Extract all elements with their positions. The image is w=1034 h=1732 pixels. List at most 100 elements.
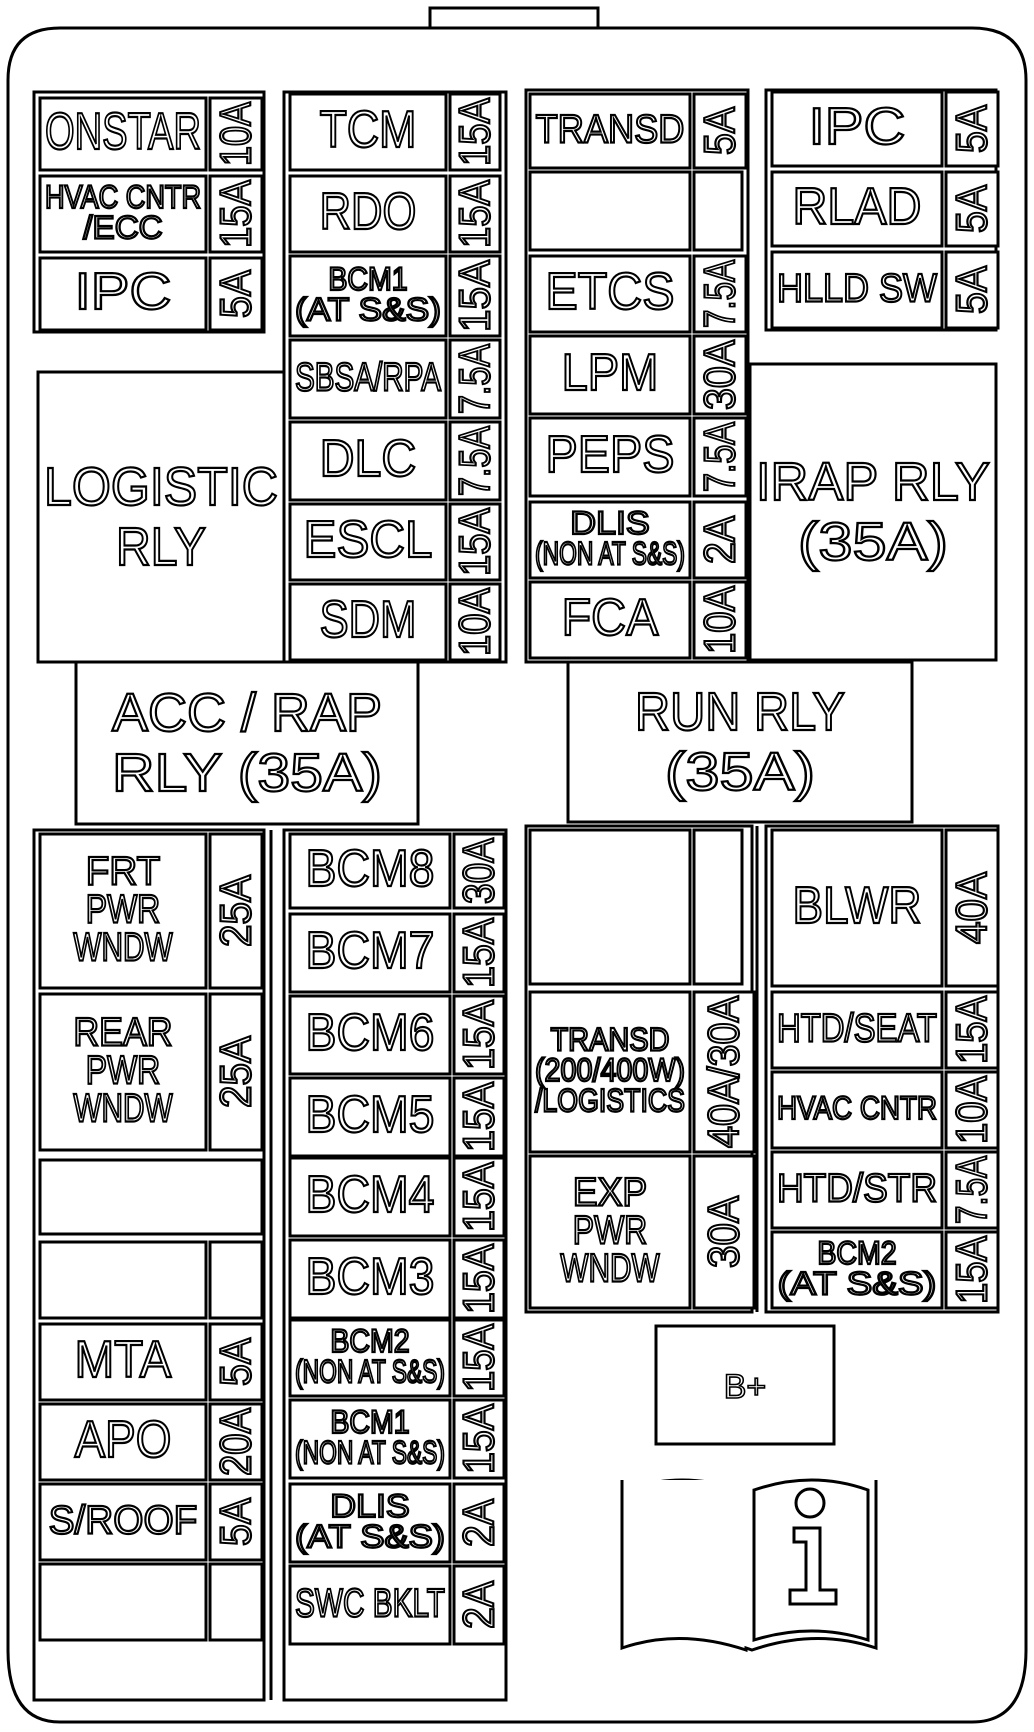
fuse-name-text: PEPS <box>546 426 675 484</box>
fuse-name-text: LPM <box>562 344 659 402</box>
fuse-name-box <box>38 832 208 990</box>
fuse-name-text: (200/400W) <box>535 1052 685 1088</box>
fuse-name-text: WNDW <box>560 1246 659 1290</box>
fuse-amp-box <box>944 990 1000 1070</box>
relay-label-text: (35A) <box>798 512 948 572</box>
fuse-name-text: SDM <box>320 591 417 649</box>
fuse-name-box <box>288 1318 452 1398</box>
fuse-name-text: MTA <box>75 1331 172 1389</box>
relay-label-text: LOGISTIC <box>44 457 278 517</box>
relay-label-text: IRAP RLY <box>756 452 990 512</box>
relay-box <box>74 660 420 826</box>
fuse-name-box <box>288 832 452 910</box>
fuse-amp-text: 30A <box>700 1195 749 1268</box>
relay-run-rly: RUN RLY(35A) <box>566 660 914 824</box>
empty-slot <box>38 1158 264 1236</box>
fuse-name-box <box>528 580 692 660</box>
fuse-amp-box <box>692 500 748 580</box>
fuse-name-text: ESCL <box>304 511 433 569</box>
fuse-amp-text: 25A <box>212 874 261 947</box>
fuse-name-box <box>38 1402 208 1482</box>
relay-label-text: RUN RLY <box>635 682 845 742</box>
fuse-amp-text: 20A <box>212 1407 261 1476</box>
fuse-amp-text: 15A <box>455 1403 504 1474</box>
fuse-name-text: (NON AT S&S) <box>295 1434 445 1470</box>
fuse-amp-box <box>208 832 264 990</box>
fuse-amp-text: 5A <box>212 1497 261 1546</box>
fuse-amp-text: 7.5A <box>451 343 500 414</box>
fuse-name-text: HTD/SEAT <box>777 1006 937 1050</box>
fuse-amp-box <box>448 338 502 420</box>
fuse-amp-box <box>452 1076 506 1158</box>
relay-box <box>566 660 914 824</box>
empty-slot <box>528 828 692 986</box>
fuse-amp-text: 30A <box>696 339 745 410</box>
fuse-name-box <box>38 96 208 172</box>
fuse-amp-text: 40A <box>948 871 997 944</box>
fuse-name-text: SBSA/RPA <box>295 355 441 399</box>
fuse-amp-box <box>208 1402 264 1482</box>
fuse-name-box <box>770 1150 944 1230</box>
fuse-amp-text: 15A <box>451 97 500 166</box>
empty-slot <box>38 1240 208 1320</box>
fuse-name-box <box>38 1482 208 1562</box>
fuse-name-text: (NON AT S&S) <box>535 535 685 571</box>
fuse-bcm1-non-at: BCM1(NON AT S&S)15A <box>288 1398 506 1480</box>
fuse-amp-box <box>944 1150 1000 1230</box>
fuse-name-text: (AT S&S) <box>295 1518 445 1554</box>
fuse-name-text: /ECC <box>83 209 162 245</box>
fuse-name-text: FRT <box>86 849 160 893</box>
fuse-amp-box <box>944 1070 1000 1150</box>
fuse-amp-text: 15A <box>948 1235 997 1304</box>
fuse-name-box <box>288 1076 452 1158</box>
fuse-amp-text: 15A <box>451 259 500 332</box>
fuse-name-text: HTD/STR <box>777 1166 937 1210</box>
fuse-name-box <box>770 90 944 168</box>
fuse-name-text: WNDW <box>73 1086 172 1130</box>
fuse-name-box <box>770 170 944 248</box>
fuse-name-box <box>288 1564 452 1646</box>
fuse-amp-box <box>208 1482 264 1562</box>
fuse-amp-text: 7.5A <box>696 260 745 328</box>
fuse-amp-box <box>944 170 1000 248</box>
fuse-name-box <box>288 1156 452 1238</box>
fuse-name-box <box>288 502 448 582</box>
fuse-amp-box <box>944 1230 1000 1310</box>
fuse-amp-box <box>452 1238 506 1320</box>
fuse-amp-box <box>448 174 502 254</box>
fuse-amp-text: 5A <box>696 106 745 155</box>
fuse-amp-box <box>452 1156 506 1238</box>
fuse-name-text: IPC <box>75 263 172 321</box>
fuse-name-text: IPC <box>809 98 906 156</box>
fuse-name-text: BCM7 <box>306 922 435 980</box>
fuse-amp-text: 15A <box>455 999 504 1070</box>
fuse-name-box <box>38 174 208 254</box>
fuse-amp-text: 2A <box>455 1580 504 1629</box>
fuse-amp-text: 10A <box>696 585 745 654</box>
fuse-amp-box <box>944 828 1000 988</box>
fuse-amp-box <box>692 254 748 334</box>
fuse-amp-text: 7.5A <box>451 425 500 496</box>
fuse-amp-text: 40A/30A <box>700 995 749 1148</box>
relay-irap-rly: IRAP RLY(35A) <box>748 362 998 662</box>
fuse-name-text: (NON AT S&S) <box>295 1353 445 1389</box>
